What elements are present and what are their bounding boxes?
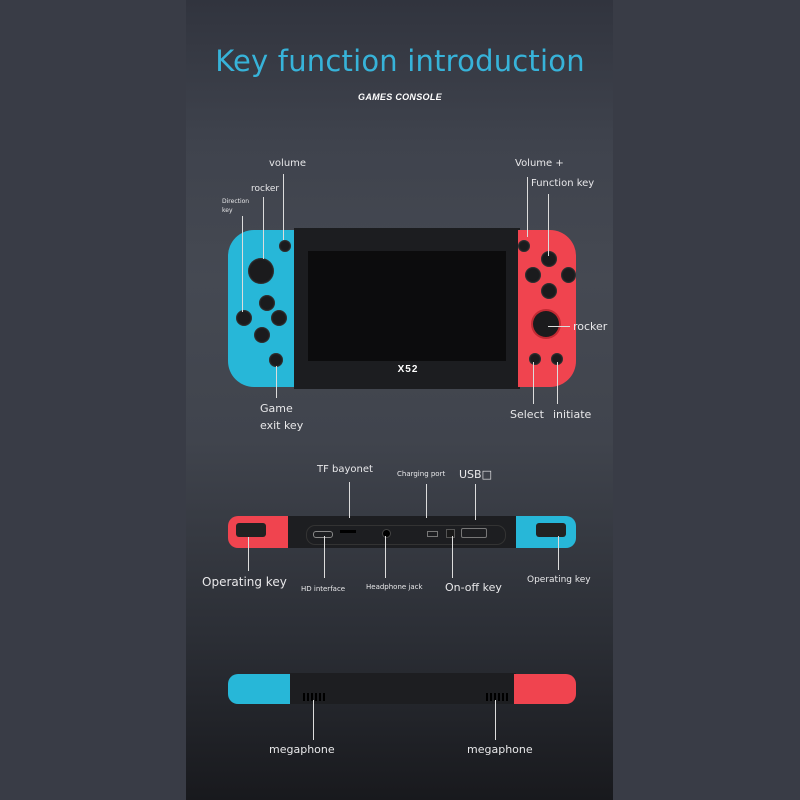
label-game-exit-line2: exit key <box>260 419 304 432</box>
leader-function-key <box>548 194 549 256</box>
bottom-red-joycon <box>514 674 576 704</box>
start-button[interactable] <box>551 353 563 365</box>
leader-on-off-key <box>452 536 453 578</box>
label-volume-plus: Volume + <box>515 158 564 169</box>
page-subtitle: GAMES CONSOLE <box>358 92 442 102</box>
page-title: Key function introduction <box>215 44 585 78</box>
bottom-blue-joycon <box>228 674 292 704</box>
label-hd-interface: HD interface <box>301 585 346 593</box>
leader-usb <box>475 484 476 520</box>
label-rocker-left: rocker <box>251 184 280 194</box>
label-headphone-jack: Headphone jack <box>366 583 423 591</box>
leader-tf-bayonet <box>349 482 350 518</box>
leader-volume-minus <box>283 174 284 240</box>
label-game-exit-line1: Game <box>260 402 293 415</box>
console-top-view <box>228 508 576 550</box>
leader-game-exit <box>276 366 277 398</box>
leader-rocker-right <box>548 326 570 327</box>
operating-key-left[interactable] <box>236 523 266 537</box>
model-label: X52 <box>397 364 419 375</box>
dpad-down[interactable] <box>254 327 270 343</box>
label-on-off-key: On-off key <box>445 581 502 594</box>
leader-operating-key-left <box>248 537 249 571</box>
label-direction-key: Direction key <box>222 197 249 215</box>
leader-initiate <box>557 362 558 404</box>
volume-plus-button[interactable] <box>518 240 530 252</box>
operating-key-right[interactable] <box>536 523 566 537</box>
screen <box>308 251 506 361</box>
label-megaphone-right: megaphone <box>467 743 533 756</box>
dpad-up[interactable] <box>259 295 275 311</box>
leader-hd-interface <box>324 536 325 578</box>
dpad-right[interactable] <box>271 310 287 326</box>
label-select: Select <box>510 408 544 421</box>
usb-port[interactable] <box>461 528 487 538</box>
label-volume-minus: volume <box>269 158 307 169</box>
left-rocker[interactable] <box>248 258 274 284</box>
leader-megaphone-right <box>495 700 496 740</box>
top-body <box>288 516 518 548</box>
charging-port[interactable] <box>427 531 438 537</box>
console-bottom-view <box>228 670 576 706</box>
volume-minus-button[interactable] <box>279 240 291 252</box>
leader-megaphone-left <box>313 700 314 740</box>
leader-charging-port <box>426 484 427 518</box>
button-b[interactable] <box>561 267 576 283</box>
leader-select <box>533 362 534 404</box>
label-rocker-right: rocker <box>573 320 608 333</box>
center-panel <box>186 0 613 800</box>
bottom-body <box>290 673 516 704</box>
label-initiate: initiate <box>553 408 592 421</box>
speaker-grille-left <box>303 693 325 701</box>
hd-port[interactable] <box>313 531 333 538</box>
button-y[interactable] <box>541 251 557 267</box>
speaker-grille-right <box>486 693 508 701</box>
label-function-key: Function key <box>531 178 595 189</box>
label-tf-bayonet: TF bayonet <box>317 464 373 475</box>
leader-operating-key-right <box>558 536 559 570</box>
right-rocker[interactable] <box>533 311 559 337</box>
dpad-left[interactable] <box>236 310 252 326</box>
port-panel <box>306 525 506 545</box>
label-usb: USB□ <box>459 468 492 481</box>
leader-volume-plus <box>527 177 528 237</box>
label-operating-key-right: Operating key <box>527 575 591 585</box>
leader-rocker-left <box>263 197 264 259</box>
label-operating-key-left: Operating key <box>202 575 287 589</box>
button-a[interactable] <box>541 283 557 299</box>
game-exit-button[interactable] <box>269 353 283 367</box>
label-charging-port: Charging port <box>397 470 446 478</box>
console-front-view: X52 <box>228 226 576 389</box>
leader-direction-key <box>242 216 243 312</box>
on-off-button[interactable] <box>446 529 455 538</box>
label-game-exit-key: Game exit key <box>260 400 303 434</box>
headphone-jack[interactable] <box>382 529 391 538</box>
label-direction-key-line2: key <box>222 207 233 214</box>
select-button[interactable] <box>529 353 541 365</box>
button-x[interactable] <box>525 267 541 283</box>
tf-slot[interactable] <box>340 530 356 533</box>
leader-headphone-jack <box>385 536 386 578</box>
label-direction-key-line1: Direction <box>222 198 250 205</box>
label-megaphone-left: megaphone <box>269 743 335 756</box>
